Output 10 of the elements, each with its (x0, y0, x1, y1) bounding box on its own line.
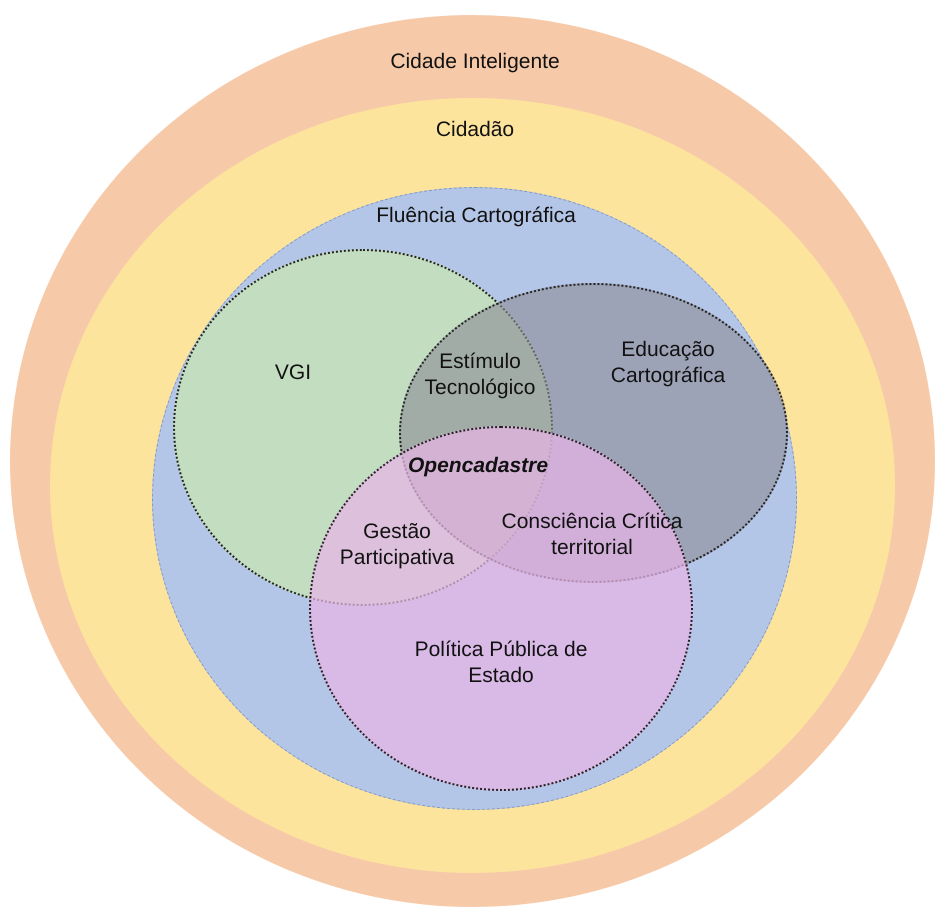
overlap-label: Estímulo Tecnológico (424, 348, 536, 401)
overlap-label: Opencadastre (408, 452, 548, 479)
circle-label: Fluência Cartográfica (376, 202, 576, 229)
overlap-label: Gestão Participativa (338, 518, 456, 571)
circle-label: Política Pública de Estado (414, 636, 588, 689)
circle-label: VGI (274, 360, 312, 386)
circle-label: Educação Cartográfica (610, 336, 726, 389)
circle-label: Cidadão (436, 116, 514, 143)
circle-label: Cidade Inteligente (390, 48, 560, 75)
overlap-label: Consciência Crítica territorial (500, 508, 684, 561)
